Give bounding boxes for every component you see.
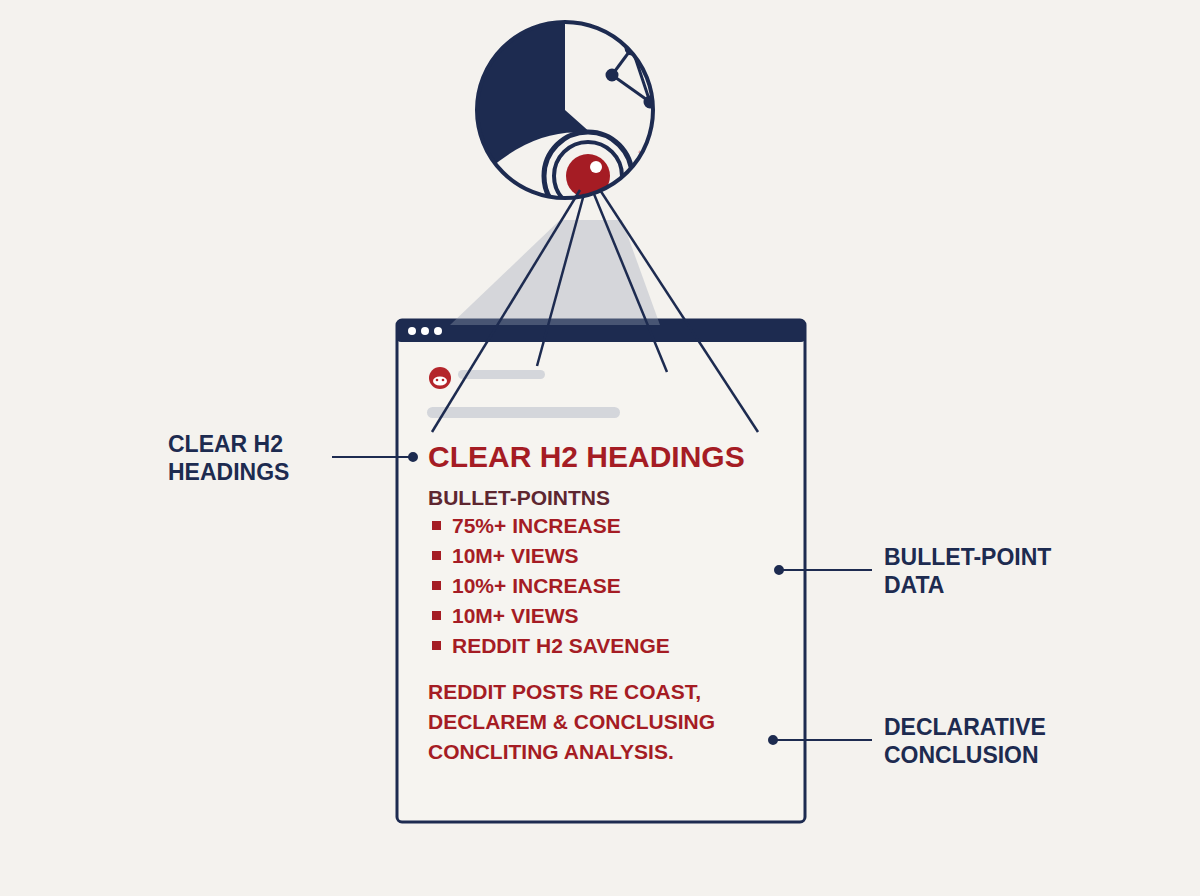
reddit-icon (429, 367, 451, 389)
bullet-item: 10%+ INCREASE (428, 571, 805, 601)
conclusion-text: REDDIT POSTS RE COAST, DECLAREM & CONCLU… (428, 677, 748, 767)
section-heading: CLEAR H2 HEADINGS (428, 441, 805, 473)
window-dot (434, 327, 442, 335)
browser-window: CLEAR H2 HEADINGS BULLET-POINTNS75%+ INCR… (397, 320, 805, 822)
callout-label: BULLET-POINT DATA (884, 543, 1084, 599)
placeholder-bar (458, 370, 545, 379)
bullet-item: REDDIT H2 SAVENGE (428, 631, 805, 661)
bullet-item: 10M+ VIEWS (428, 541, 805, 571)
window-dot (408, 327, 416, 335)
eye-ring (477, 22, 653, 198)
subheading: BULLET-POINTNS (428, 485, 805, 511)
callout-label: DECLARATIVE CONCLUSION (884, 713, 1094, 769)
callout-label: CLEAR H2 HEADINGS (168, 430, 328, 486)
browser-window (397, 320, 805, 822)
bullet-item: 75%+ INCREASE (428, 511, 805, 541)
window-dot (421, 327, 429, 335)
bullet-item: 10M+ VIEWS (428, 601, 805, 631)
placeholder-bar (427, 407, 620, 418)
view-lines (432, 190, 758, 432)
